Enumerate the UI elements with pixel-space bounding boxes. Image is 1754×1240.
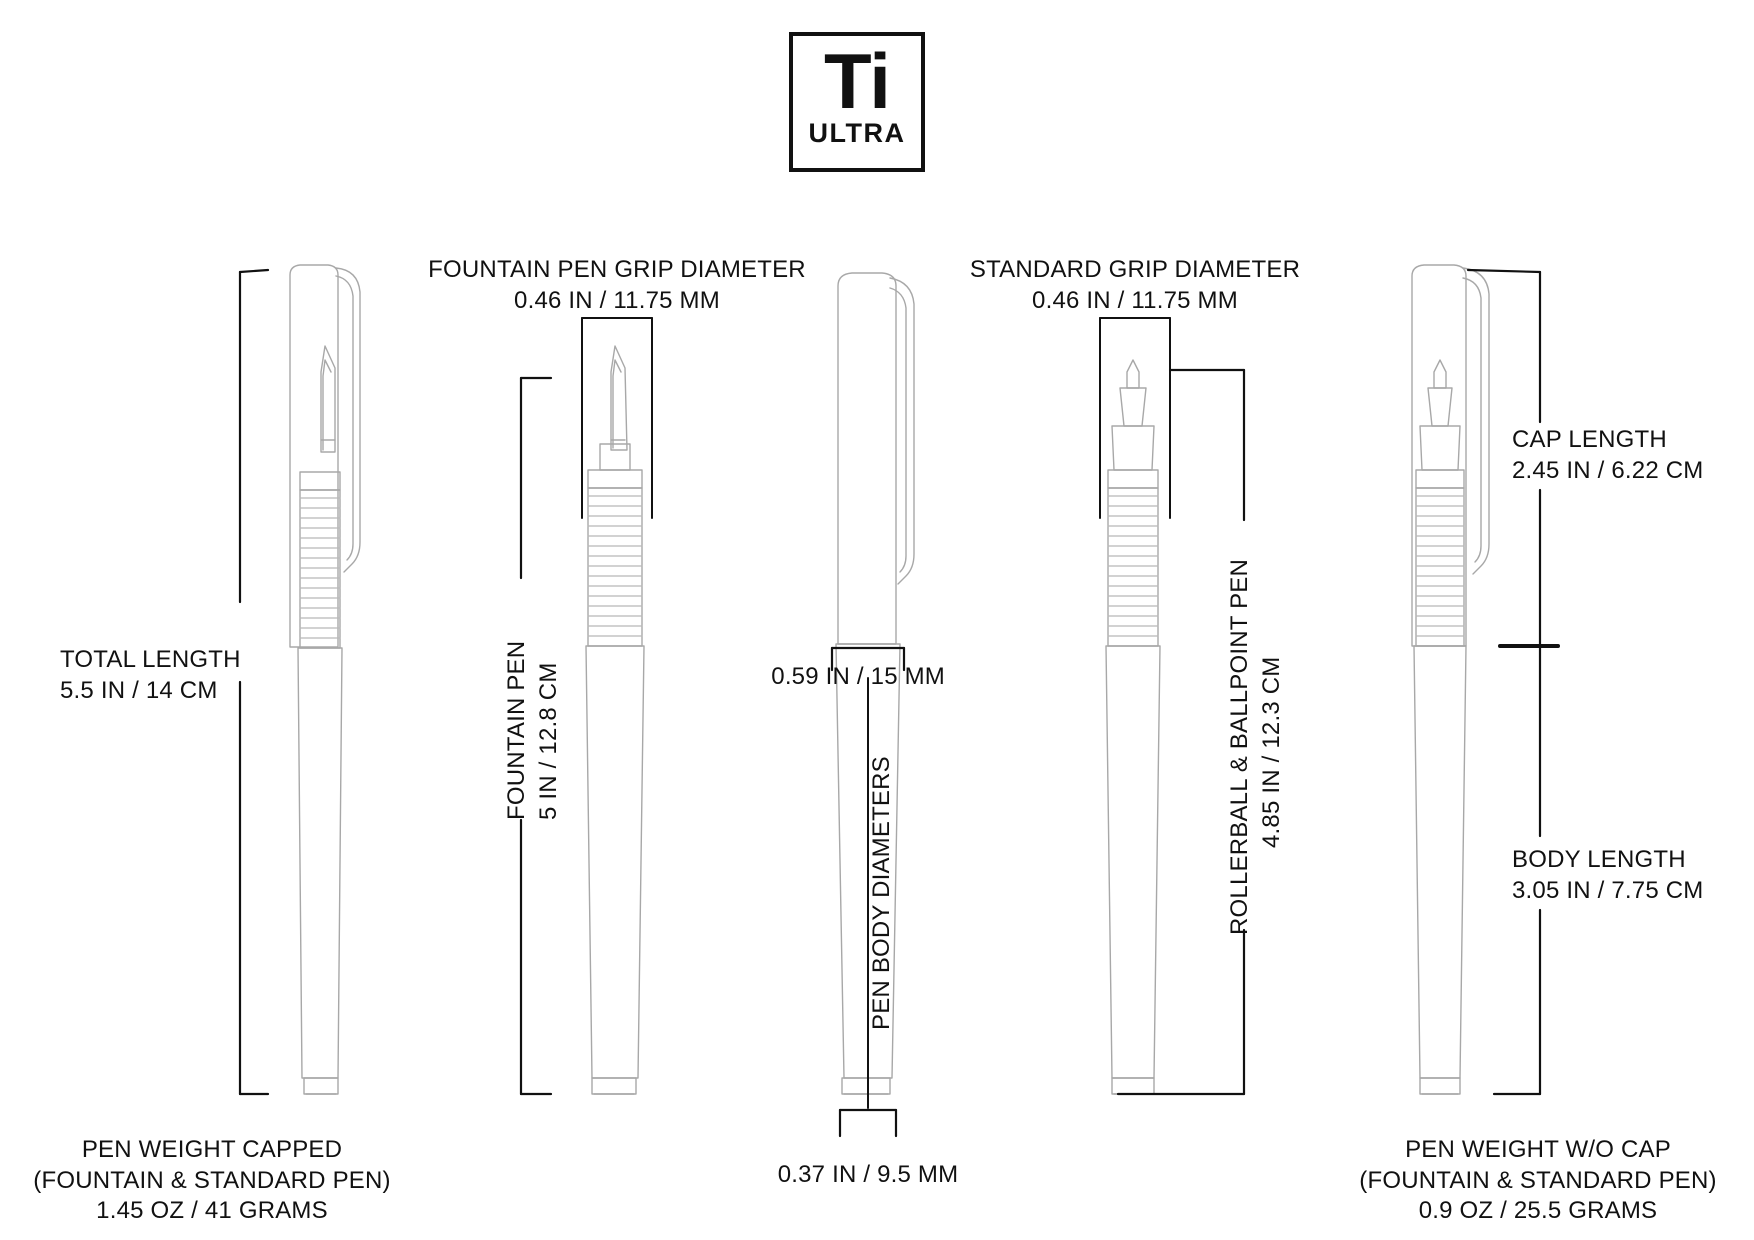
label-pen-weight-uncapped: PEN WEIGHT W/O CAP (FOUNTAIN & STANDARD … <box>1359 1135 1716 1227</box>
label-body-length-line1: BODY LENGTH <box>1512 846 1686 873</box>
grip-threads-view2 <box>587 495 643 637</box>
label-pen-weight-capped: PEN WEIGHT CAPPED (FOUNTAIN & STANDARD P… <box>33 1135 390 1227</box>
view-capped-fountain-pen <box>289 264 361 1095</box>
dimension-total-length <box>238 268 270 1096</box>
brand-logo: Ti ULTRA <box>789 32 925 172</box>
label-body-diameter-top: 0.59 IN / 15 MM <box>771 663 945 690</box>
label-rollerball-ballpoint: ROLLERBALL & BALLPOINT PEN <box>1226 558 1253 935</box>
label-pen-weight-uncapped-line1: PEN WEIGHT W/O CAP <box>1405 1136 1671 1163</box>
view-rollerball-refill <box>1105 359 1161 1095</box>
label-pen-weight-capped-line2: (FOUNTAIN & STANDARD PEN) <box>33 1166 391 1194</box>
view-fountain-pen-nib <box>585 345 645 1095</box>
label-body-diameter-bottom: 0.37 IN / 9.5 MM <box>777 1161 959 1188</box>
label-pen-weight-uncapped-line2: (FOUNTAIN & STANDARD PEN) <box>1359 1166 1717 1194</box>
view-capped-pen-right <box>1411 264 1490 1095</box>
grip-threads-view4 <box>1107 495 1159 637</box>
label-pen-weight-uncapped-line3: 0.9 OZ / 25.5 GRAMS <box>1418 1197 1658 1225</box>
logo-mark: Ti <box>824 37 891 125</box>
label-pen-weight-capped-line1: PEN WEIGHT CAPPED <box>81 1136 343 1163</box>
label-standard-grip-diameter-line1: STANDARD GRIP DIAMETER <box>969 256 1301 283</box>
label-body-length: BODY LENGTH 3.05 IN / 7.75 CM <box>1512 845 1704 906</box>
dimension-fountain-grip-diameter <box>581 317 653 519</box>
label-cap-length-line2: 2.45 IN / 6.22 CM <box>1512 456 1704 484</box>
dimension-body-diameter-bottom <box>838 1108 898 1138</box>
label-fountain-grip-diameter-line2: 0.46 IN / 11.75 MM <box>514 286 720 314</box>
label-rollerball-ballpoint-length: 4.85 IN / 12.3 CM <box>1258 656 1285 849</box>
label-cap-length-line1: CAP LENGTH <box>1512 426 1667 453</box>
label-fountain-pen-length: 5 IN / 12.8 CM <box>535 662 562 820</box>
label-body-length-line2: 3.05 IN / 7.75 CM <box>1512 876 1704 904</box>
label-total-length: TOTAL LENGTH 5.5 IN / 14 CM <box>60 645 241 706</box>
label-standard-grip-diameter-line2: 0.46 IN / 11.75 MM <box>1032 286 1238 314</box>
grip-threads-view1 <box>299 497 341 639</box>
label-cap-length: CAP LENGTH 2.45 IN / 6.22 CM <box>1512 425 1704 486</box>
label-fountain-pen: FOUNTAIN PEN <box>503 640 530 820</box>
grip-threads-view5 <box>1415 495 1465 637</box>
dimension-standard-grip-diameter <box>1099 317 1171 519</box>
label-total-length-line1: TOTAL LENGTH <box>60 646 241 673</box>
label-fountain-grip-diameter-line1: FOUNTAIN PEN GRIP DIAMETER <box>428 256 806 283</box>
label-standard-grip-diameter: STANDARD GRIP DIAMETER 0.46 IN / 11.75 M… <box>970 255 1300 316</box>
label-pen-body-diameters: PEN BODY DIAMETERS <box>868 756 895 1030</box>
label-fountain-grip-diameter: FOUNTAIN PEN GRIP DIAMETER 0.46 IN / 11.… <box>428 255 806 316</box>
logo-wordmark: ULTRA <box>808 118 906 149</box>
label-total-length-line2: 5.5 IN / 14 CM <box>60 676 218 704</box>
label-pen-weight-capped-line3: 1.45 OZ / 41 GRAMS <box>96 1197 328 1225</box>
